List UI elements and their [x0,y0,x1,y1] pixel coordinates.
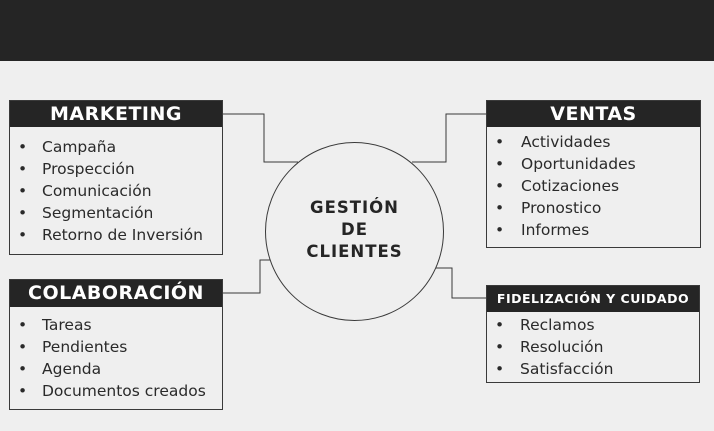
marketing-title: MARKETING [10,101,222,127]
marketing-box: MARKETING Campaña Prospección Comunicaci… [9,100,223,255]
ventas-title: VENTAS [487,101,700,127]
list-item: Comunicación [10,180,222,202]
list-item: Satisfacción [487,358,699,380]
fidelizacion-box: FIDELIZACIÓN Y CUIDADO Reclamos Resoluci… [486,285,700,383]
list-item: Actividades [487,131,700,153]
colaboracion-title: COLABORACIÓN [10,280,222,307]
ventas-list: Actividades Oportunidades Cotizaciones P… [487,127,700,241]
list-item: Prospección [10,158,222,180]
list-item: Agenda [10,358,222,380]
list-item: Informes [487,219,700,241]
list-item: Oportunidades [487,153,700,175]
connector-ventas [412,113,486,163]
list-item: Resolución [487,336,699,358]
top-banner [0,0,714,61]
center-title-line: CLIENTES [306,242,403,261]
fidelizacion-list: Reclamos Resolución Satisfacción [487,312,699,380]
colaboracion-list: Tareas Pendientes Agenda Documentos crea… [10,307,222,402]
connector-colaboracion [223,259,270,294]
list-item: Pendientes [10,336,222,358]
list-item: Cotizaciones [487,175,700,197]
list-item: Reclamos [487,314,699,336]
list-item: Pronostico [487,197,700,219]
center-title: GESTIÓN DE CLIENTES [265,197,444,263]
list-item: Segmentación [10,202,222,224]
connector-fidelizacion [436,267,486,299]
list-item: Documentos creados [10,380,222,402]
center-title-line: DE [341,220,368,239]
connector-marketing [223,113,298,163]
fidelizacion-title: FIDELIZACIÓN Y CUIDADO [487,286,699,312]
ventas-box: VENTAS Actividades Oportunidades Cotizac… [486,100,701,248]
list-item: Campaña [10,136,222,158]
list-item: Retorno de Inversión [10,224,222,246]
colaboracion-box: COLABORACIÓN Tareas Pendientes Agenda Do… [9,279,223,410]
list-item: Tareas [10,314,222,336]
center-title-line: GESTIÓN [310,198,399,217]
marketing-list: Campaña Prospección Comunicación Segment… [10,127,222,246]
center-circle [265,142,444,321]
